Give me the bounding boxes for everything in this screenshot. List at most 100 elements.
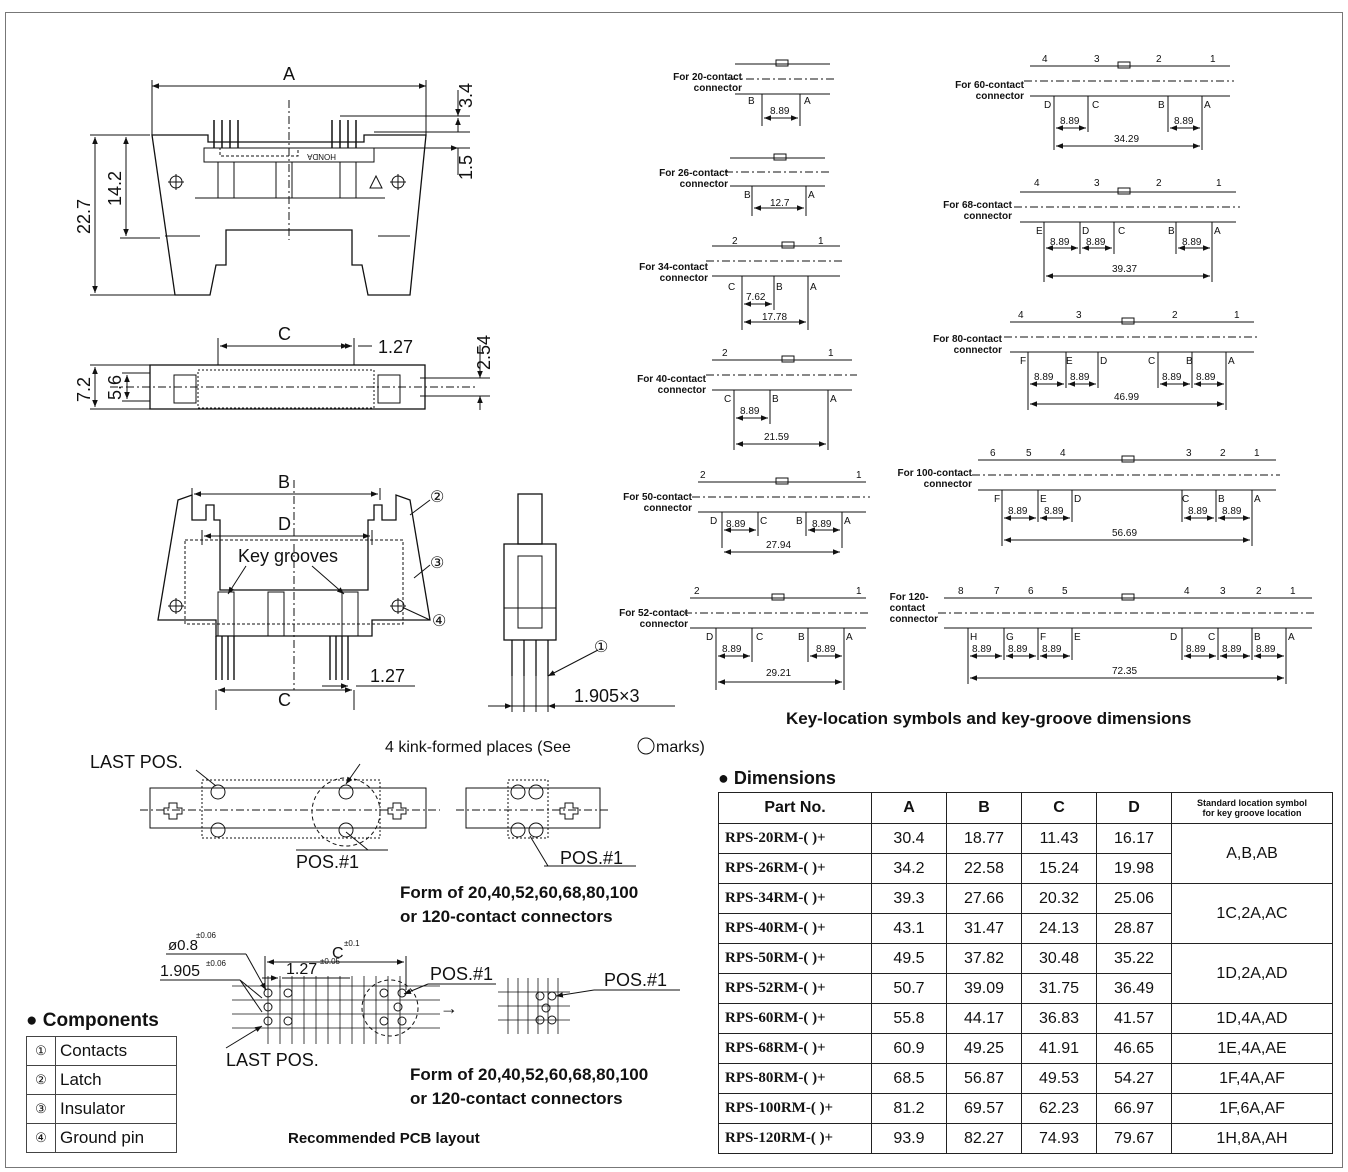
std-cell: 1C,2A,AC [1171, 883, 1333, 944]
dimensions-table: Part No. A B C D Standard location symbo… [718, 792, 1333, 1154]
c68-dim: 8.89 [1050, 237, 1070, 248]
c52-dim: 29.21 [766, 668, 791, 679]
c120-dim: 8.89 [1042, 644, 1062, 655]
brand-marking: HONDA [306, 152, 336, 161]
c100-top: 3 [1186, 448, 1192, 459]
c80-sym: B [1186, 356, 1193, 367]
c60-top: 2 [1156, 54, 1162, 65]
dim-pitch: 1.905×3 [574, 686, 640, 706]
pcb-dia-tol: ±0.06 [196, 931, 217, 940]
c80-sym: A [1228, 356, 1235, 367]
c120-sym: C [1208, 632, 1215, 643]
callout-3: ③ [430, 555, 444, 572]
c100-sym: D [1074, 494, 1081, 505]
c68-dim: 8.89 [1182, 237, 1202, 248]
c120-dim: 8.89 [1256, 644, 1276, 655]
pcb-1905-tol: ±0.06 [206, 959, 227, 968]
c120-sym: D [1170, 632, 1177, 643]
c60-sym: A [1204, 100, 1211, 111]
dim-5-6: 5.6 [105, 375, 125, 400]
c34-sym: A [810, 282, 817, 293]
dim-1-5: 1.5 [456, 155, 476, 180]
c68-sym: B [1168, 226, 1175, 237]
c120-top: 6 [1028, 586, 1034, 597]
c60-sym: D [1044, 100, 1051, 111]
kink-note-tail: marks) [656, 739, 705, 756]
side-view [157, 480, 431, 710]
c120-sym: F [1040, 632, 1046, 643]
c40-dim: 21.59 [764, 432, 789, 443]
c120-top: 1 [1290, 586, 1296, 597]
pcb-c: C [332, 945, 344, 962]
c60-top: 3 [1094, 54, 1100, 65]
c60-sym: B [1158, 100, 1165, 111]
c40-sym: A [830, 394, 837, 405]
pcb-1905: 1.905 [160, 963, 200, 980]
c34-top: 2 [732, 236, 738, 247]
c80-top: 3 [1076, 310, 1082, 321]
c68-sym: A [1214, 226, 1221, 237]
c80-sym: D [1100, 356, 1107, 367]
dim-d-label: D [278, 514, 291, 534]
c60-dim: 8.89 [1174, 116, 1194, 127]
c100-sym: E [1040, 494, 1047, 505]
c26-dim: 12.7 [770, 198, 790, 209]
kink-marker-icon [637, 737, 655, 755]
table-header: Part No. A B C D Standard location symbo… [718, 792, 1333, 824]
c50-sym: A [844, 516, 851, 527]
dim-c-bottom: C [278, 690, 291, 710]
c80-sym: F [1020, 356, 1026, 367]
c60-top: 4 [1042, 54, 1048, 65]
pcb-127: 1.27 [286, 961, 317, 978]
callout-1: ① [594, 639, 608, 656]
c50-top: 2 [700, 470, 706, 481]
c120-top: 2 [1256, 586, 1262, 597]
c52-top: 2 [694, 586, 700, 597]
c100-sym: B [1218, 494, 1225, 505]
c50-dim: 8.89 [726, 519, 746, 530]
std-cell: 1D,2A,AD [1171, 943, 1333, 1004]
pcb-127-tol: ±0.05 [320, 957, 341, 966]
c120-sym: G [1006, 632, 1014, 643]
c68-top: 1 [1216, 178, 1222, 189]
std-cell: 1F,4A,AF [1171, 1063, 1333, 1094]
c26-sym: A [808, 190, 815, 201]
c20-sym: B [748, 96, 755, 107]
c40-sym: C [724, 394, 731, 405]
dim-a-label: A [283, 64, 295, 84]
c68-top: 2 [1156, 178, 1162, 189]
c100-dim: 8.89 [1188, 506, 1208, 517]
c80-top: 2 [1172, 310, 1178, 321]
callout-4: ④ [432, 613, 446, 630]
c50-sym: B [796, 516, 803, 527]
c100-dim: 8.89 [1222, 506, 1242, 517]
c40-top: 1 [828, 348, 834, 359]
c120-top: 4 [1184, 586, 1190, 597]
c52-sym: B [798, 632, 805, 643]
c100-dim: 8.89 [1044, 506, 1064, 517]
kink-view [140, 763, 636, 867]
c52-sym: D [706, 632, 713, 643]
pcb-pos1-b: POS.#1 [604, 970, 667, 990]
c80-sym: E [1066, 356, 1073, 367]
c120-dim: 8.89 [1222, 644, 1242, 655]
c80-dim: 8.89 [1034, 372, 1054, 383]
c34-sym: C [728, 282, 735, 293]
c50-dim: 8.89 [812, 519, 832, 530]
c52-dim: 8.89 [722, 644, 742, 655]
dim-1-27-top: 1.27 [378, 337, 413, 357]
page-frame [5, 12, 1343, 1168]
